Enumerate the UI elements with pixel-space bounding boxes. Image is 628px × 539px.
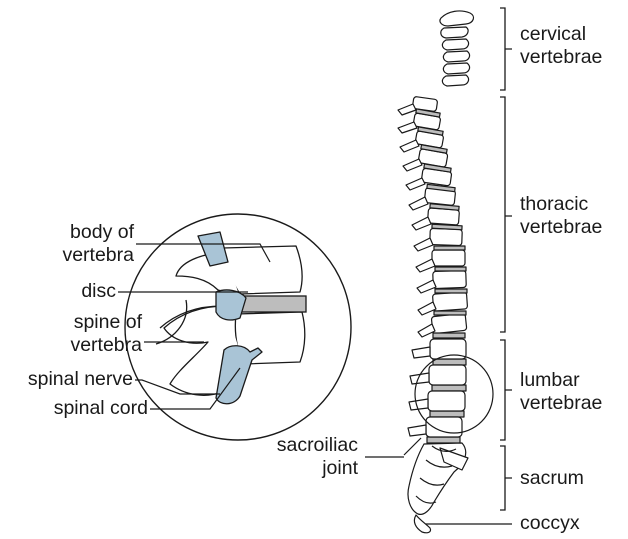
label-body: body of vertebra — [10, 221, 134, 267]
label-spine-line2: vertebra — [10, 334, 142, 357]
label-thoracic-line1: thoracic — [520, 193, 602, 216]
vertebra-cervical-1 — [440, 11, 474, 26]
label-sacroiliac-line2: joint — [232, 457, 358, 480]
label-body-line2: vertebra — [10, 244, 134, 267]
label-disc: disc — [10, 280, 116, 303]
label-thoracic: thoracic vertebrae — [520, 193, 602, 239]
label-body-line1: body of — [10, 221, 134, 244]
label-coccyx: coccyx — [520, 512, 580, 535]
label-cervical-line2: vertebrae — [520, 46, 602, 69]
label-thoracic-line2: vertebrae — [520, 216, 602, 239]
bracket-cervical — [500, 8, 512, 90]
label-sacroiliac-line1: sacroiliac — [232, 434, 358, 457]
bracket-sacrum — [500, 446, 512, 510]
detail-inset — [125, 214, 351, 440]
label-spine: spine of vertebra — [10, 311, 142, 357]
label-cervical: cervical vertebrae — [520, 23, 602, 69]
label-sacrum: sacrum — [520, 467, 584, 490]
label-lumbar-line2: vertebrae — [520, 392, 602, 415]
label-sacroiliac: sacroiliac joint — [232, 434, 358, 480]
label-lumbar-line1: lumbar — [520, 369, 602, 392]
label-cervical-line1: cervical — [520, 23, 602, 46]
label-spine-line1: spine of — [10, 311, 142, 334]
label-cord: spinal cord — [10, 397, 148, 420]
label-lumbar: lumbar vertebrae — [520, 369, 602, 415]
bracket-lumbar — [500, 340, 512, 440]
label-nerve: spinal nerve — [0, 368, 133, 391]
detail-disc — [238, 296, 306, 312]
bracket-thoracic — [500, 97, 512, 332]
spinal-column — [398, 11, 473, 533]
